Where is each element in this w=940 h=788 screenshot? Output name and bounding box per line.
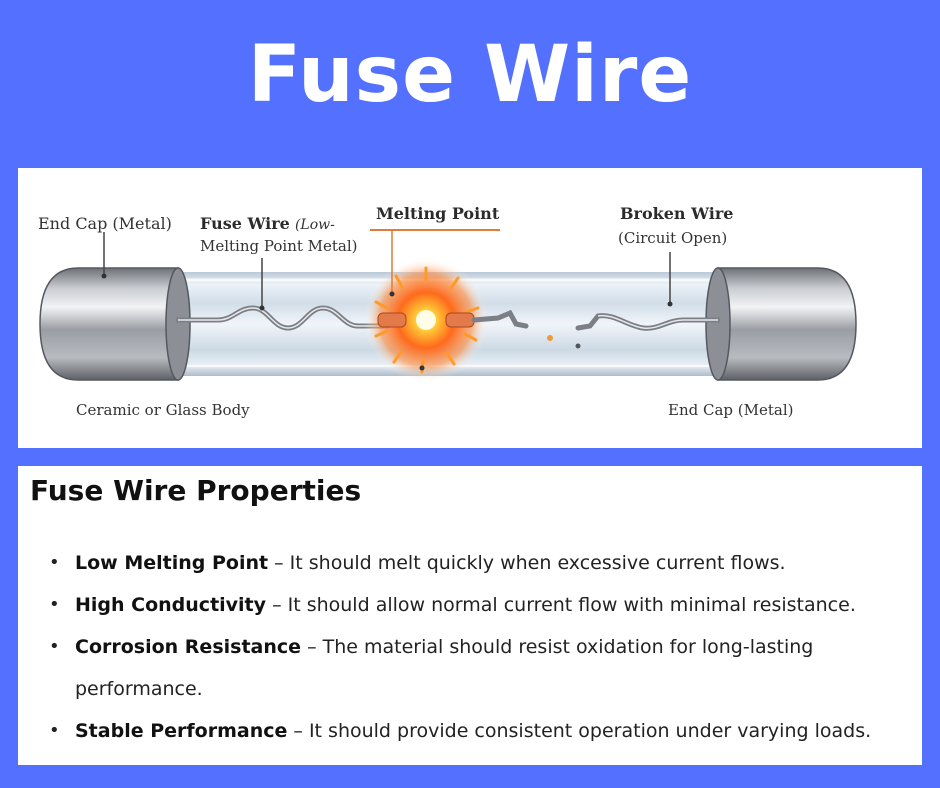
bullet-icon: • bbox=[49, 636, 60, 657]
broken-wire-stub bbox=[471, 309, 529, 329]
label-fuse-wire-note-2: Melting Point Metal) bbox=[200, 237, 358, 255]
label-melting-point: Melting Point bbox=[376, 204, 499, 224]
label-broken-wire: Broken Wire bbox=[620, 204, 733, 224]
label-broken-wire-note: (Circuit Open) bbox=[618, 229, 728, 247]
property-description: – It should melt quickly when excessive … bbox=[268, 552, 786, 574]
list-item: • High Conductivity – It should allow no… bbox=[49, 584, 915, 626]
label-fuse-wire: Fuse Wire (Low- bbox=[200, 214, 335, 235]
fuse-diagram: End Cap (Metal) Fuse Wire (Low- Melting … bbox=[18, 168, 922, 448]
property-term: High Conductivity bbox=[75, 594, 267, 616]
properties-list: • Low Melting Point – It should melt qui… bbox=[18, 542, 915, 752]
label-end-cap-left: End Cap (Metal) bbox=[38, 214, 172, 233]
left-end-cap bbox=[39, 267, 179, 381]
property-description: – The material should resist oxidation f… bbox=[75, 636, 814, 700]
property-description: – It should allow normal current flow wi… bbox=[266, 594, 856, 616]
properties-panel: Fuse Wire Properties • Low Melting Point… bbox=[18, 466, 922, 765]
right-end-cap bbox=[717, 267, 857, 381]
property-term: Stable Performance bbox=[75, 720, 288, 742]
label-broken-wire-text: Broken Wire bbox=[620, 204, 734, 223]
property-term: Low Melting Point bbox=[75, 552, 269, 574]
property-term: Corrosion Resistance bbox=[75, 636, 302, 658]
fuse-illustration bbox=[39, 229, 857, 382]
properties-title: Fuse Wire Properties bbox=[30, 474, 362, 507]
bullet-icon: • bbox=[49, 552, 60, 573]
spark-rays bbox=[374, 266, 480, 374]
bullet-icon: • bbox=[49, 594, 60, 615]
list-item: • Stable Performance – It should provide… bbox=[49, 710, 915, 752]
label-fuse-wire-title: Fuse Wire bbox=[200, 214, 290, 233]
list-item: • Low Melting Point – It should melt qui… bbox=[49, 542, 915, 584]
label-end-cap-right: End Cap (Metal) bbox=[668, 401, 794, 419]
label-melting-point-text: Melting Point bbox=[376, 204, 500, 223]
property-description: – It should provide consistent operation… bbox=[287, 720, 872, 742]
page-title: Fuse Wire bbox=[247, 30, 693, 120]
bullet-icon: • bbox=[49, 720, 60, 741]
list-item: • Corrosion Resistance – The material sh… bbox=[49, 626, 915, 710]
label-body: Ceramic or Glass Body bbox=[76, 401, 250, 419]
clipped-next-item bbox=[75, 754, 875, 765]
label-fuse-wire-note-1: (Low- bbox=[294, 217, 335, 233]
